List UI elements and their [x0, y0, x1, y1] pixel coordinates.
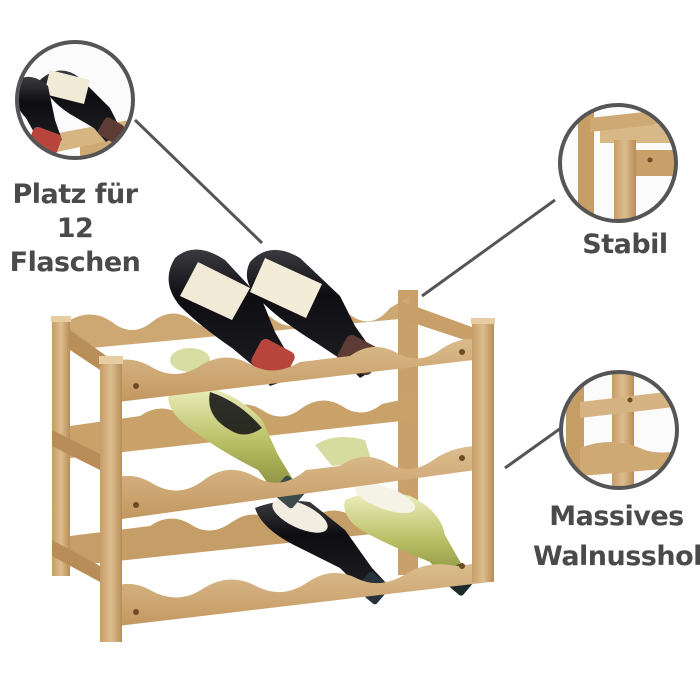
capacity-label-line1: Platz für 12	[12, 179, 138, 244]
stable-label: Stabil	[575, 228, 675, 262]
callout-line-stable	[421, 198, 556, 298]
material-label-line1: Massives	[549, 501, 684, 532]
callout-circle-material	[559, 370, 679, 490]
callout-line-capacity	[133, 118, 264, 245]
stable-label-text: Stabil	[582, 229, 668, 260]
material-label: Massives Walnussholz	[533, 497, 700, 577]
capacity-label: Platz für 12 Flaschen	[0, 178, 150, 280]
callout-circle-stable	[558, 103, 678, 223]
material-label-line2: Walnussholz	[533, 541, 700, 572]
callout-line-material	[504, 426, 562, 470]
wine-rack-front	[51, 316, 495, 642]
capacity-label-line2: Flaschen	[9, 247, 141, 278]
callout-circle-bottles	[15, 40, 135, 160]
